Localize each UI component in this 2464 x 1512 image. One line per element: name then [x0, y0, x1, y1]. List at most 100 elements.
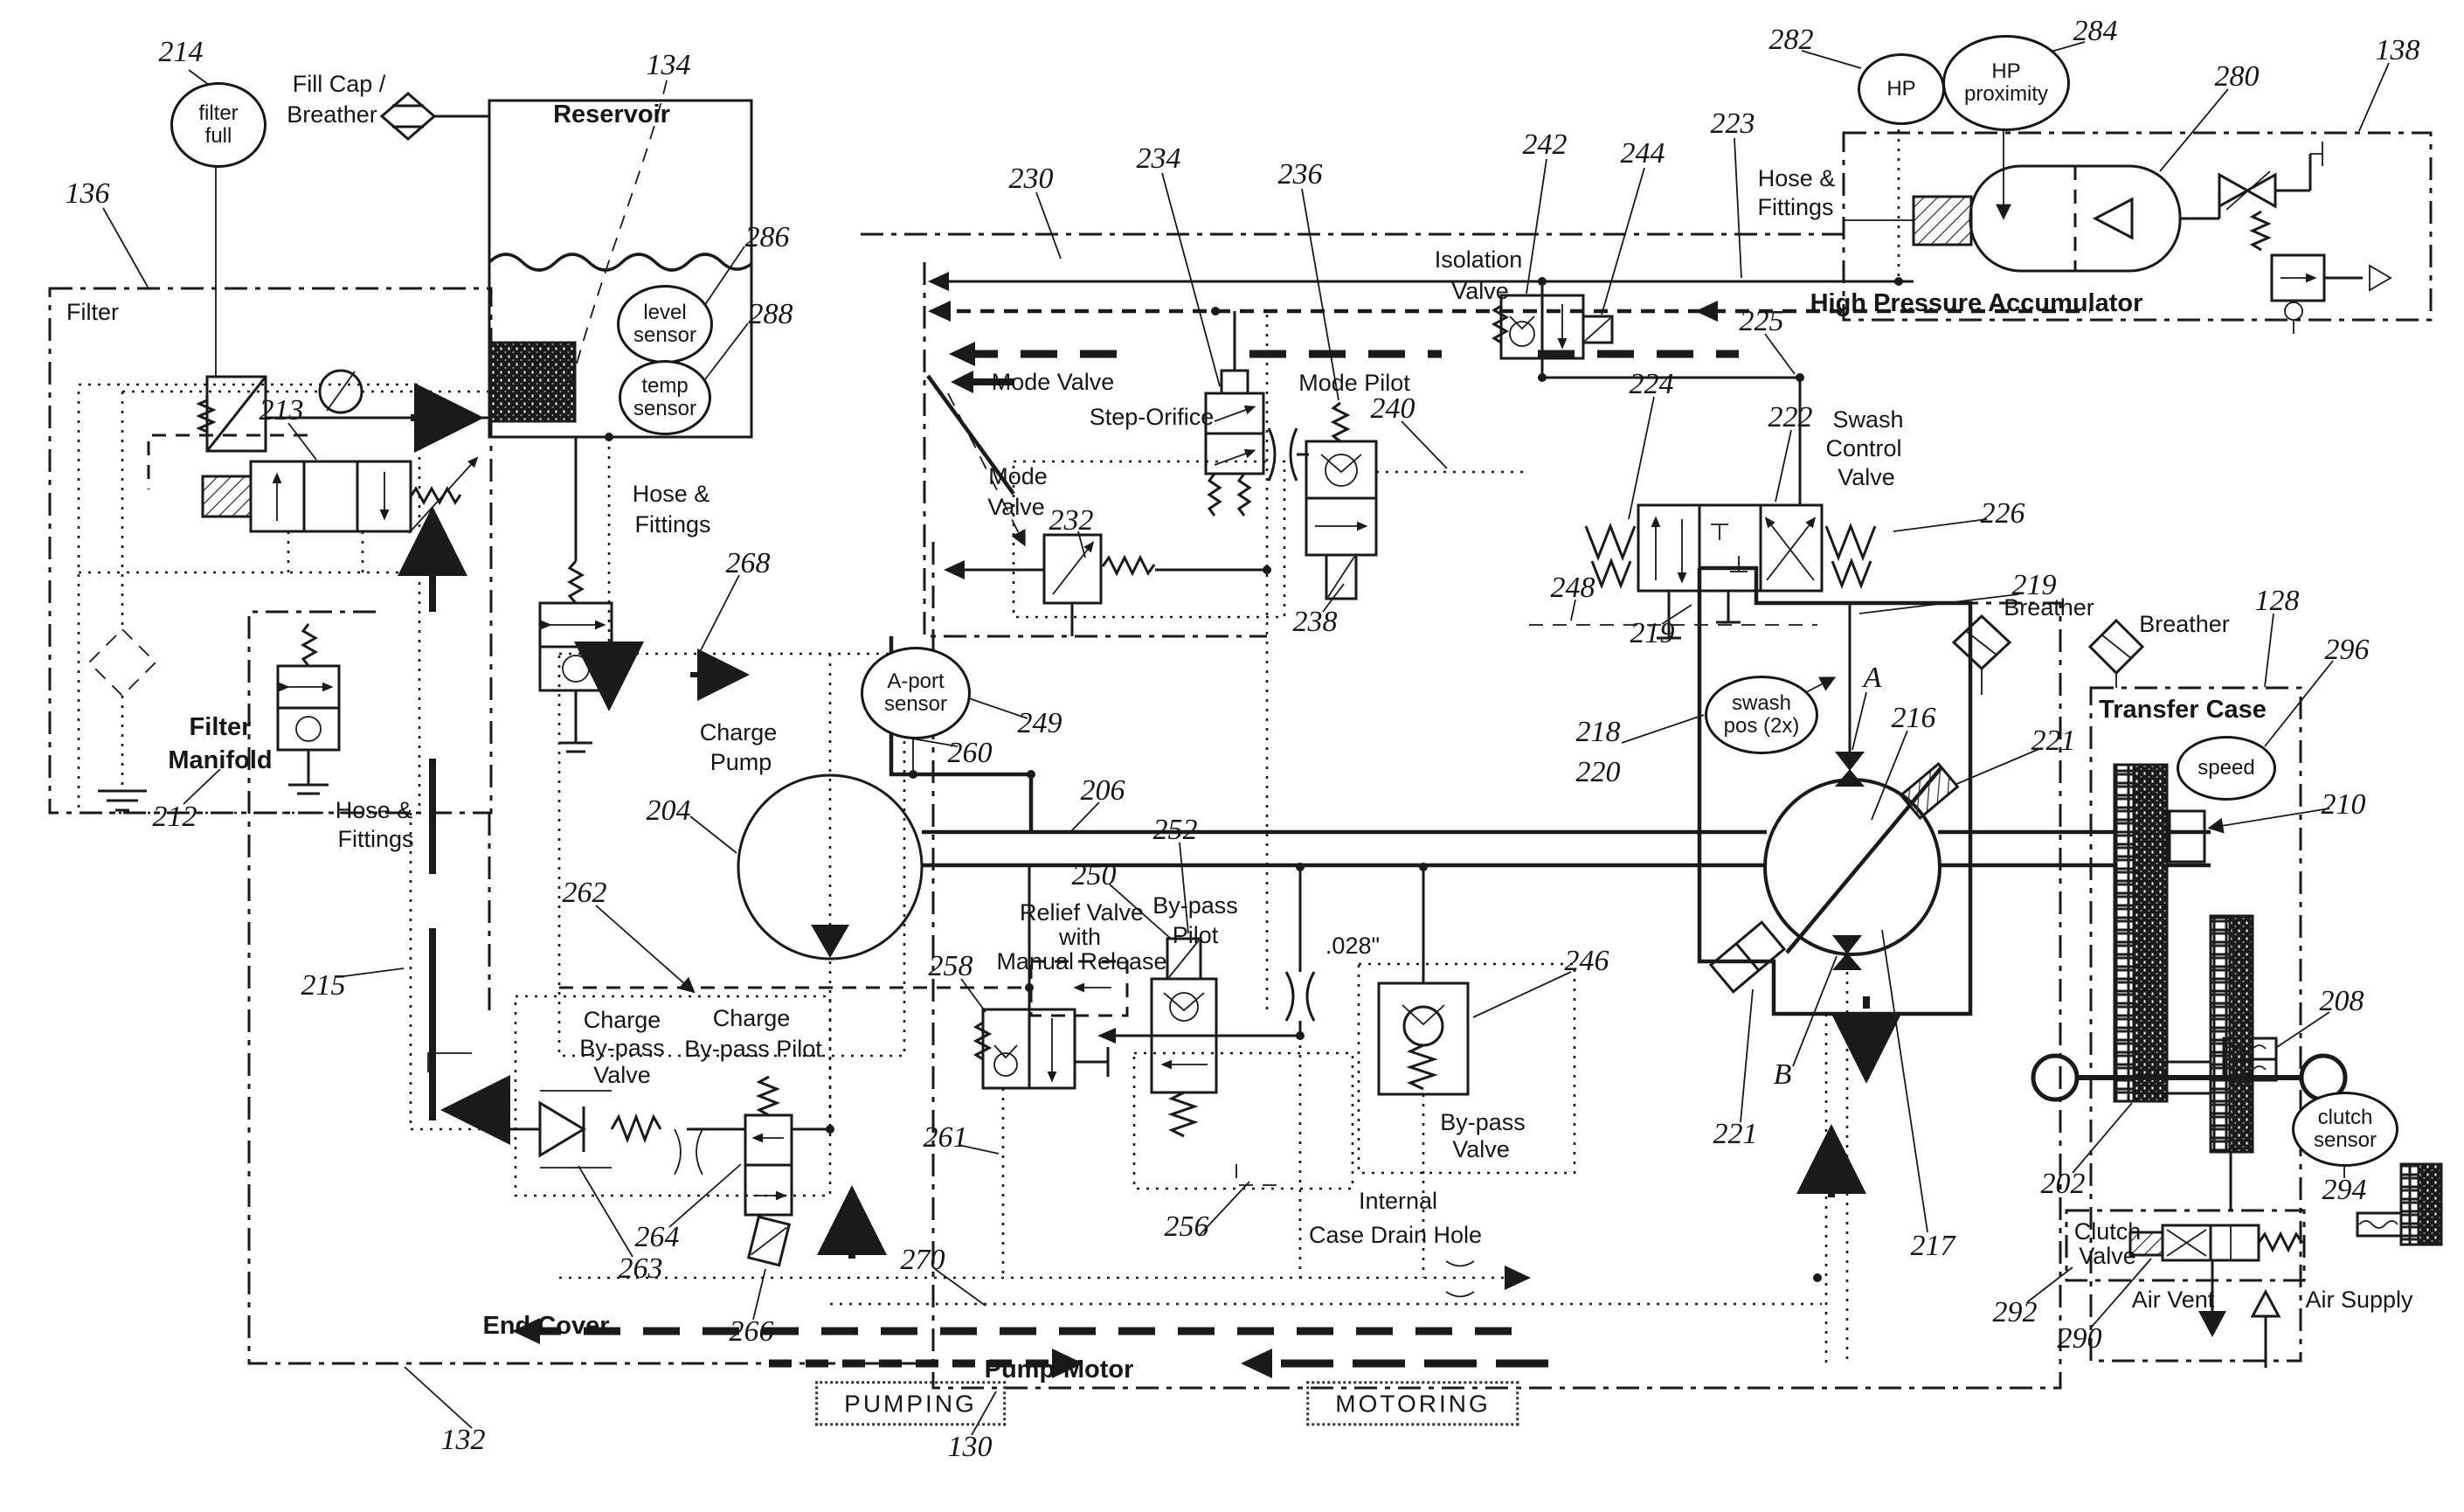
mode-pilot-valve — [1305, 401, 1525, 600]
ref-236: 236 — [1277, 158, 1323, 191]
ref-213: 213 — [259, 394, 304, 427]
hose-fittings-fil-2: Fittings — [337, 825, 414, 852]
ref-248: 248 — [1550, 572, 1595, 605]
filter-label: Filter — [66, 298, 119, 325]
filter-full-sensor-text: full — [204, 124, 232, 148]
mode-valve-label-1: Mode — [988, 462, 1048, 489]
charge-bypass-pilot-label-2: By-pass Pilot — [684, 1035, 822, 1062]
swash-control-valve — [1529, 503, 1877, 640]
ref-202: 202 — [2040, 1168, 2086, 1201]
ref-258: 258 — [928, 950, 973, 983]
ref-268: 268 — [725, 547, 771, 580]
ref-221-bottom: 221 — [1713, 1118, 1758, 1151]
ref-130: 130 — [947, 1431, 993, 1464]
fill-cap-label-2: Breather — [287, 101, 377, 128]
level-sensor-text: level — [643, 300, 687, 324]
hp-sensor-text: HP — [1886, 76, 1916, 101]
a-port-sensor-text: A-port — [887, 669, 945, 693]
ref-284: 284 — [2073, 15, 2118, 48]
swash-control-label-2: Control — [1825, 434, 1902, 461]
ref-216: 216 — [1891, 702, 1936, 735]
ref-223: 223 — [1710, 108, 1755, 141]
air-vent-label: Air Vent — [2131, 1286, 2215, 1313]
isolation-valve — [1491, 281, 1802, 505]
ref-214: 214 — [158, 36, 204, 69]
ref-264: 264 — [634, 1221, 680, 1254]
reservoir — [488, 80, 753, 439]
relief-valve-label-2: with — [1058, 923, 1102, 950]
hose-fittings-res-1: Hose & — [632, 480, 710, 507]
ref-220: 220 — [1575, 756, 1621, 789]
mode-valve-label-2: Valve — [987, 493, 1045, 520]
pump-motor-unit — [1697, 565, 1973, 1363]
ref-249: 249 — [1017, 707, 1062, 740]
ref-208: 208 — [2319, 985, 2364, 1018]
relief-valve-label-3: Manual Release — [996, 947, 1167, 974]
ref-266: 266 — [729, 1315, 774, 1349]
temp-sensor-text: temp — [641, 373, 689, 398]
bypass-valve-label-1: By-pass — [1440, 1108, 1526, 1135]
breather-label-1: Breather — [2004, 593, 2094, 621]
isolation-valve-label-1: Isolation — [1434, 246, 1523, 273]
ref-282: 282 — [1768, 24, 1814, 57]
hp-sensor: HP — [1858, 53, 1945, 125]
clutch-valve-label-2: Valve — [2079, 1242, 2136, 1269]
charge-bypass-valve-label-2: By-pass — [579, 1034, 665, 1061]
transfer-gear-train — [2031, 763, 2443, 1246]
ref-252: 252 — [1152, 814, 1198, 847]
leader-lines — [102, 41, 2390, 1436]
ref-128: 128 — [2254, 585, 2300, 618]
step-orifice-label: Step-Orifice — [1089, 403, 1215, 430]
ref-210: 210 — [2321, 788, 2366, 822]
ref-136: 136 — [65, 177, 110, 211]
ref-246: 246 — [1564, 945, 1609, 978]
ref-218: 218 — [1575, 716, 1621, 749]
ref-138: 138 — [2375, 34, 2420, 67]
mode-pilot-label: Mode Pilot — [1298, 369, 1410, 396]
mode-valve-232 — [926, 374, 1267, 636]
filter-manifold-label-1: Filter — [189, 712, 252, 741]
ref-262: 262 — [562, 877, 607, 910]
ref-286: 286 — [744, 221, 790, 254]
trunk-lines — [928, 272, 2090, 1014]
hose-fittings-fil-1: Hose & — [335, 796, 413, 823]
temp-sensor-text: sensor — [633, 397, 697, 420]
ref-290: 290 — [2057, 1322, 2102, 1356]
fill-cap-label-1: Fill Cap / — [292, 70, 386, 97]
end-cover-label: End Cover — [482, 1311, 610, 1340]
hp-proximity-sensor-text: proximity — [1963, 82, 2048, 106]
junction-dots — [501, 277, 1903, 1282]
charge-bypass-assembly — [505, 1075, 830, 1267]
hp-proximity-sensor-text: HP — [1991, 59, 2021, 83]
charge-bypass-valve-label-3: Valve — [593, 1061, 651, 1088]
isolation-valve-label-2: Valve — [1451, 277, 1509, 304]
hose-fittings-top-1: Hose & — [1757, 164, 1836, 191]
filter-manifold-label-2: Manifold — [168, 746, 273, 774]
ref-204: 204 — [646, 794, 691, 828]
ref-219-right: 219 — [2011, 569, 2057, 602]
ref-292: 292 — [1992, 1296, 2038, 1329]
ref-134: 134 — [646, 49, 691, 82]
bypass-valve-label-2: Valve — [1452, 1135, 1510, 1162]
ref-294: 294 — [2322, 1174, 2367, 1207]
ref-242: 242 — [1522, 128, 1568, 162]
ref-217: 217 — [1910, 1230, 1955, 1263]
swash-control-label-3: Valve — [1838, 463, 1895, 490]
hp-accumulator-label: High Pressure Accumulator — [1810, 288, 2143, 317]
ref-206: 206 — [1080, 774, 1125, 808]
filter-assembly — [87, 163, 489, 812]
hp-accumulator — [1844, 120, 2392, 334]
ref-260: 260 — [947, 737, 993, 770]
clutch-valve-label-1: Clutch — [2073, 1217, 2142, 1245]
mode-valve-region-label: Mode Valve — [991, 368, 1115, 395]
motoring-tag: MOTORING — [1306, 1381, 1519, 1426]
orifice-028 — [1284, 867, 1316, 1278]
ref-132: 132 — [440, 1424, 486, 1457]
speed-sensor: speed — [2177, 736, 2276, 801]
